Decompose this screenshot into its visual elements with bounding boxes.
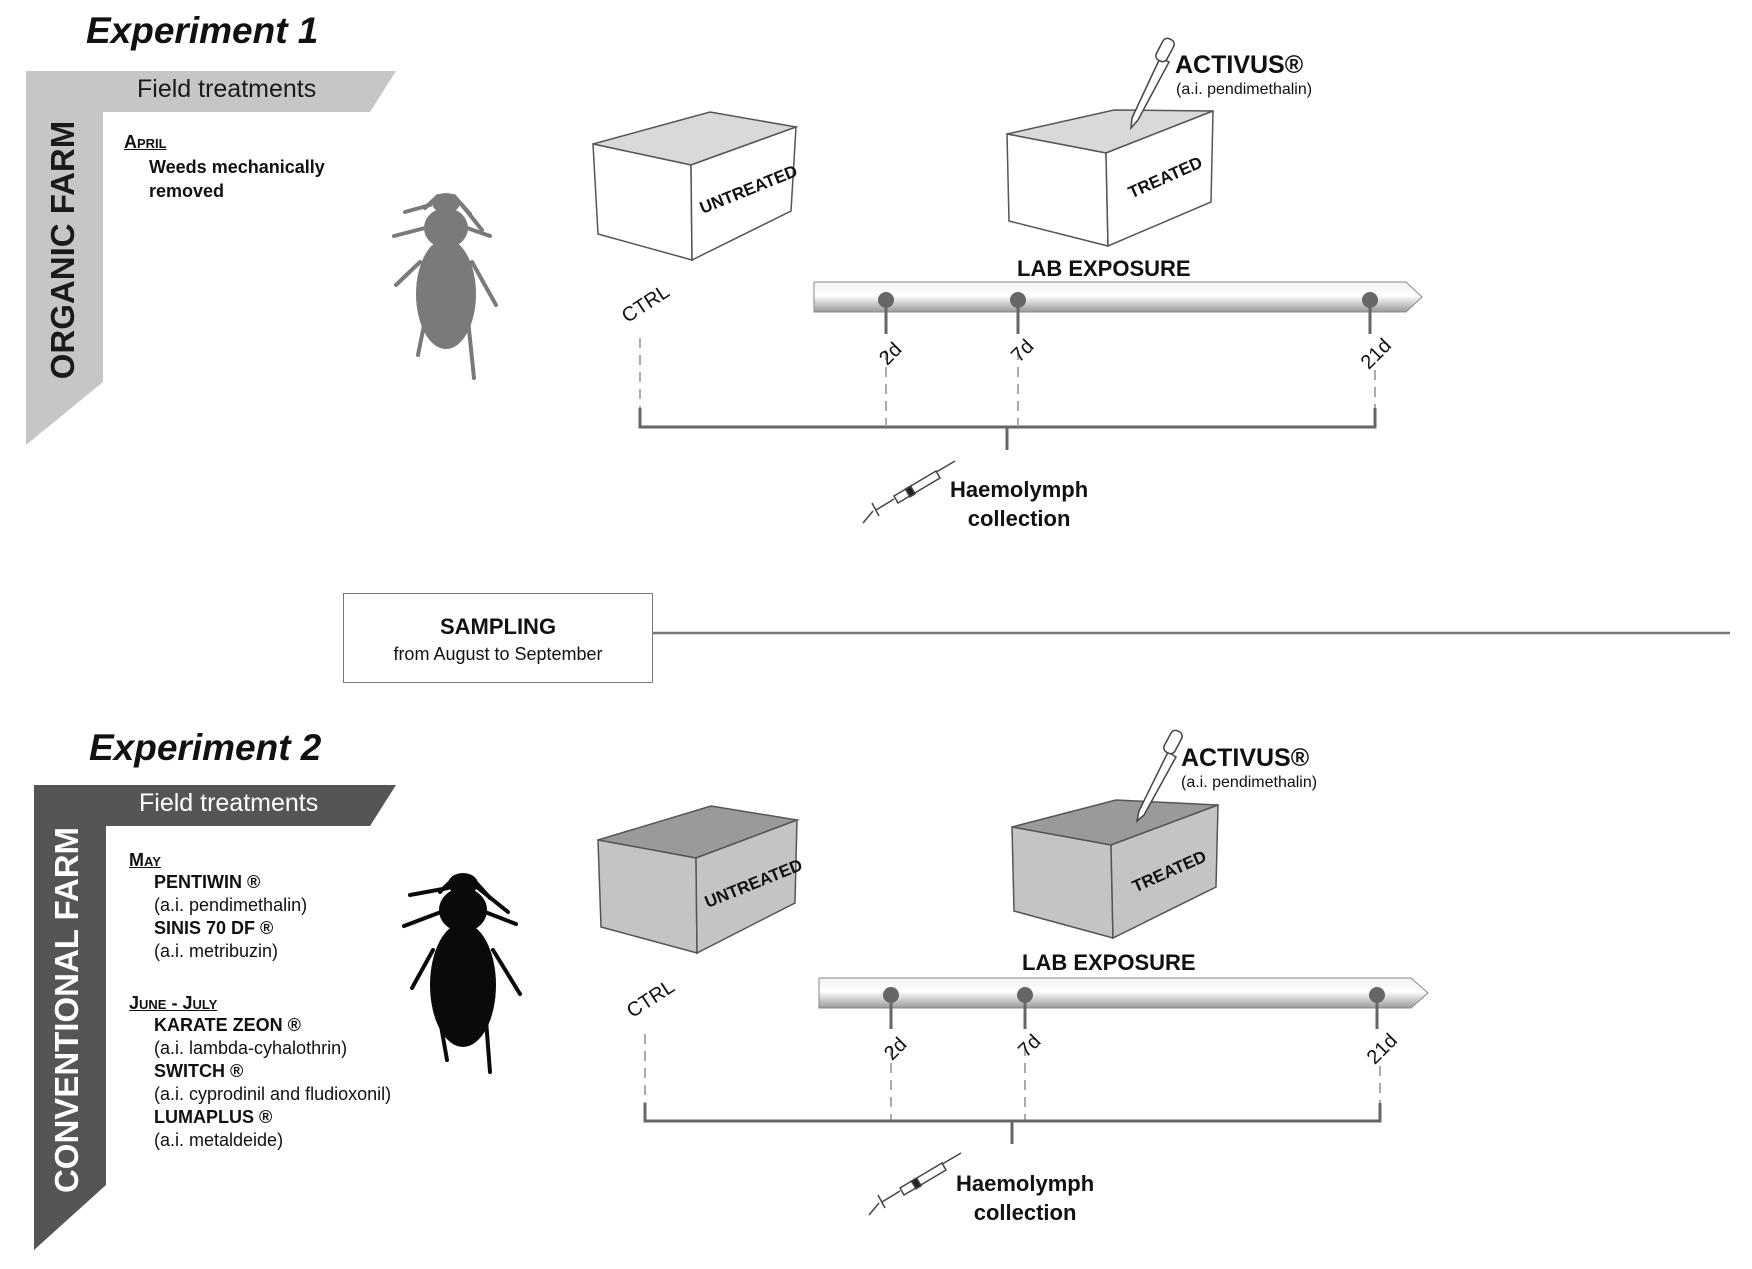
- sampling-title: SAMPLING: [439, 614, 557, 639]
- field-treatments-header: Field treatments: [137, 75, 317, 103]
- collection-bracket: [638, 408, 1377, 429]
- product-name: ACTIVUS®: [1175, 51, 1304, 79]
- lab-exposure-label: LAB EXPOSURE: [1022, 950, 1196, 975]
- treatment-line: Weeds mechanically: [149, 157, 325, 177]
- lab-exposure-arrow: [813, 281, 1423, 313]
- pipette-icon: [1130, 37, 1175, 131]
- treatment-line: (a.i. cyprodinil and fludioxonil): [154, 1084, 392, 1104]
- beetle-icon: [402, 873, 522, 1074]
- untreated-box: [592, 111, 799, 262]
- field-treatments-header: Field treatments: [139, 789, 319, 817]
- treatment-line: SINIS 70 DF ®: [154, 918, 274, 938]
- product-active-ingredient: (a.i. pendimethalin): [1176, 81, 1313, 98]
- haemolymph-collection-label: Haemolymph collection: [950, 477, 1089, 531]
- treated-box: [1011, 799, 1219, 940]
- lab-exposure-label: LAB EXPOSURE: [1017, 256, 1191, 281]
- syringe-icon: [868, 1152, 962, 1216]
- treatment-month: April: [124, 132, 167, 152]
- timepoint-pins: [878, 292, 1378, 334]
- sampling-box: SAMPLING from August to September: [343, 593, 653, 683]
- treatment-line: SWITCH ®: [154, 1061, 244, 1081]
- treatment-line: KARATE ZEON ®: [154, 1015, 301, 1035]
- conventional-farm-bar: [34, 785, 396, 1250]
- product-name: ACTIVUS®: [1181, 744, 1310, 772]
- sampling-period: from August to September: [393, 644, 603, 664]
- experiment-1-title: Experiment 1: [86, 10, 319, 51]
- dashed-connectors: [639, 338, 1376, 425]
- experiment-2-title: Experiment 2: [89, 727, 322, 768]
- timepoint-pins: [883, 987, 1385, 1029]
- organic-farm-bar: [26, 71, 396, 445]
- dashed-connectors: [644, 1034, 1381, 1121]
- treatment-line: (a.i. pendimethalin): [154, 895, 308, 915]
- collection-bracket: [643, 1103, 1382, 1123]
- lab-exposure-arrow: [818, 977, 1429, 1009]
- haemolymph-collection-label: Haemolymph collection: [956, 1171, 1095, 1225]
- treated-box: [1006, 109, 1214, 248]
- treatment-line: (a.i. metaldeide): [154, 1130, 284, 1150]
- syringe-icon: [862, 460, 956, 524]
- pipette-icon: [1135, 729, 1183, 823]
- experiment-2-graphics: [34, 729, 1429, 1250]
- treatment-month: May: [129, 850, 161, 870]
- treatment-line: LUMAPLUS ®: [154, 1107, 273, 1127]
- treatment-month: June - July: [129, 993, 218, 1013]
- treatment-line: (a.i. lambda-cyhalothrin): [154, 1038, 348, 1058]
- treatment-line: removed: [149, 181, 225, 201]
- experiment-1-graphics: [26, 37, 1423, 524]
- product-active-ingredient: (a.i. pendimethalin): [1181, 774, 1318, 791]
- treatment-line: (a.i. metribuzin): [154, 941, 279, 961]
- untreated-box: [597, 805, 800, 955]
- treatment-line: PENTIWIN ®: [154, 872, 261, 892]
- beetle-icon: [392, 193, 498, 380]
